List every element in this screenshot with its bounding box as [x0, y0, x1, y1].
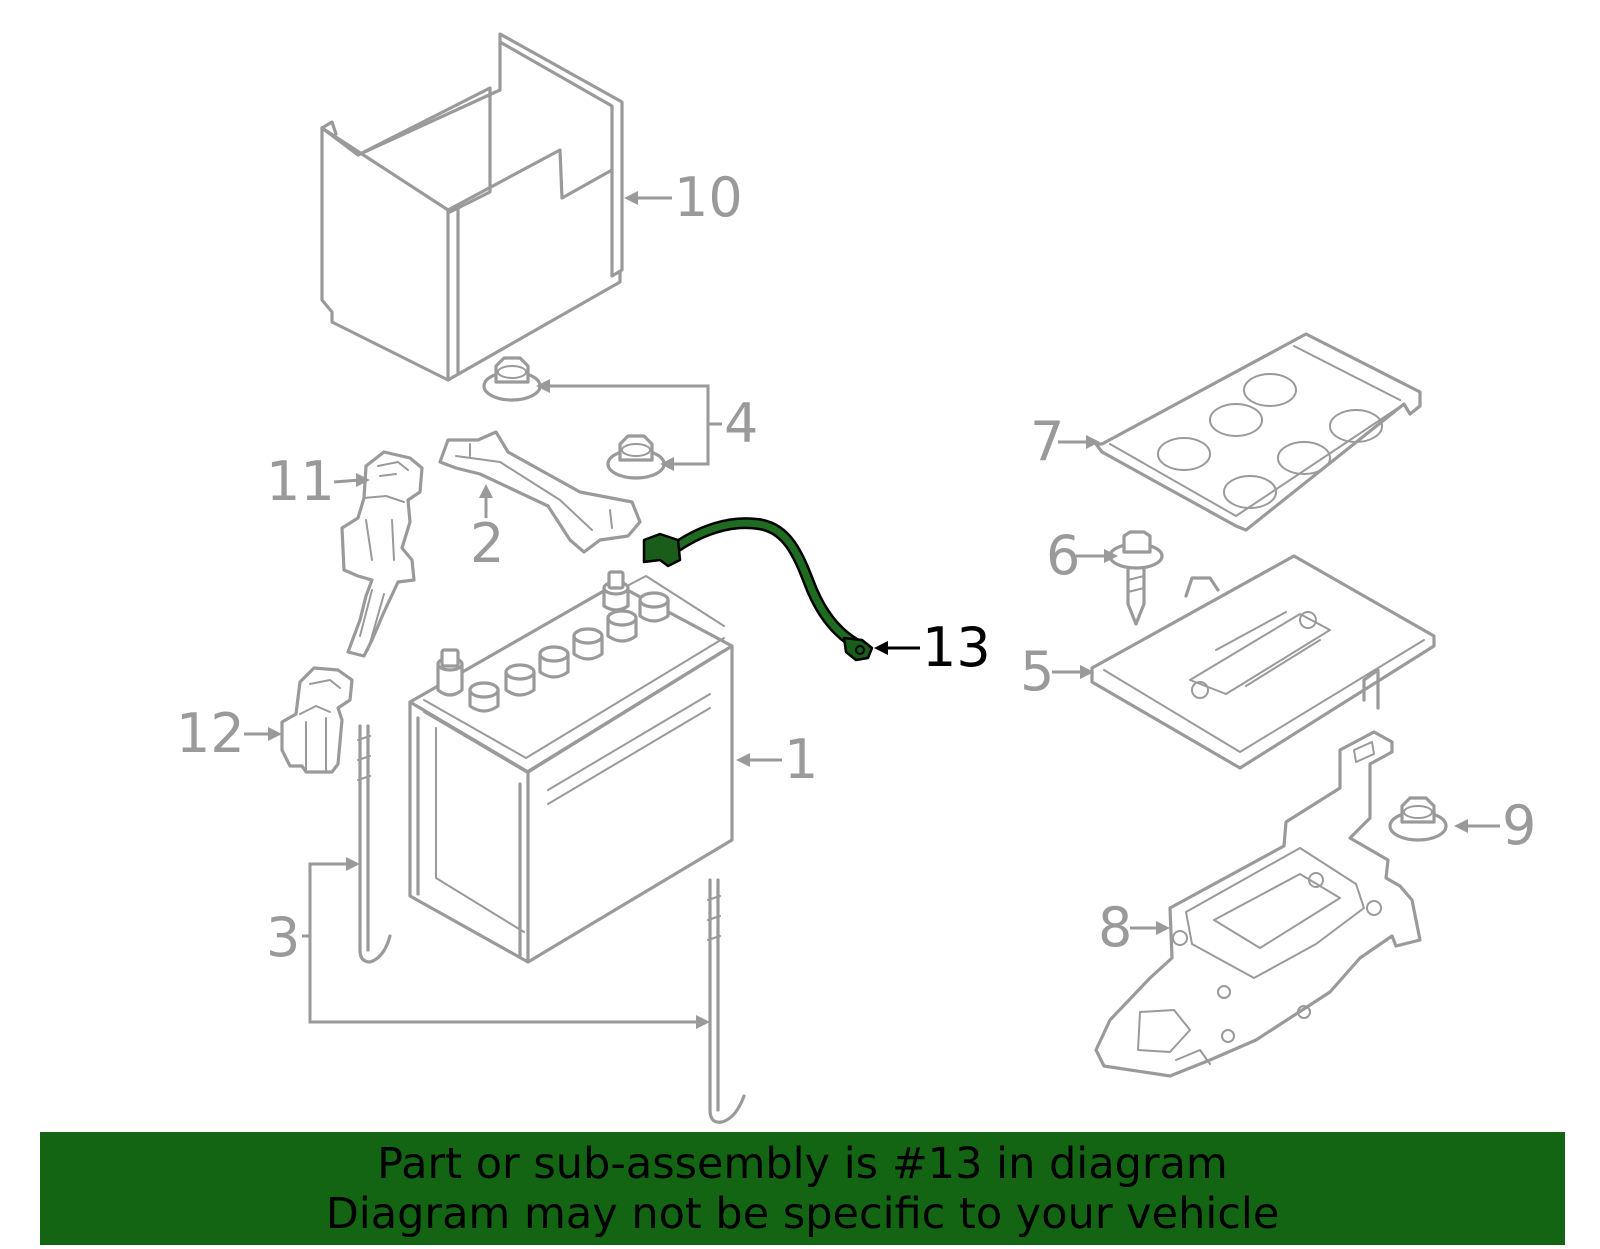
part-5-battery-tray — [1090, 554, 1436, 770]
part-8-support-bracket — [1094, 730, 1422, 1078]
part-12-terminal-cover — [280, 666, 354, 774]
leader-lines — [244, 191, 1500, 1029]
callout-9: 9 — [1502, 794, 1536, 857]
callout-13: 13 — [922, 616, 991, 679]
banner-line-2: Diagram may not be specific to your vehi… — [325, 1189, 1280, 1239]
part-13-ground-cable — [642, 517, 874, 662]
part-9-nut — [1388, 796, 1448, 842]
callout-4: 4 — [724, 392, 758, 455]
part-11-terminal-cover — [340, 450, 424, 658]
info-banner: Part or sub-assembly is #13 in diagram D… — [40, 1132, 1565, 1245]
callout-12: 12 — [176, 702, 245, 765]
callout-8: 8 — [1098, 896, 1132, 959]
callouts: 10 4 2 11 12 1 3 13 7 6 5 9 8 — [176, 166, 1536, 969]
banner-line-1: Part or sub-assembly is #13 in diagram — [377, 1139, 1228, 1189]
callout-2: 2 — [470, 512, 504, 575]
callout-1: 1 — [784, 728, 818, 791]
part-10-battery-cover — [320, 32, 624, 382]
part-4-nuts — [482, 356, 666, 480]
callout-6: 6 — [1046, 524, 1080, 587]
callout-7: 7 — [1030, 410, 1064, 473]
callout-5: 5 — [1020, 640, 1054, 703]
part-3-hold-down-rods — [357, 724, 746, 1124]
callout-11: 11 — [266, 450, 335, 513]
part-6-bolt — [1108, 530, 1164, 626]
callout-3: 3 — [266, 906, 300, 969]
part-1-battery — [408, 570, 734, 964]
part-2-hold-down-bracket — [438, 430, 642, 554]
part-7-tray-cover — [1094, 332, 1422, 532]
callout-10: 10 — [674, 166, 743, 229]
